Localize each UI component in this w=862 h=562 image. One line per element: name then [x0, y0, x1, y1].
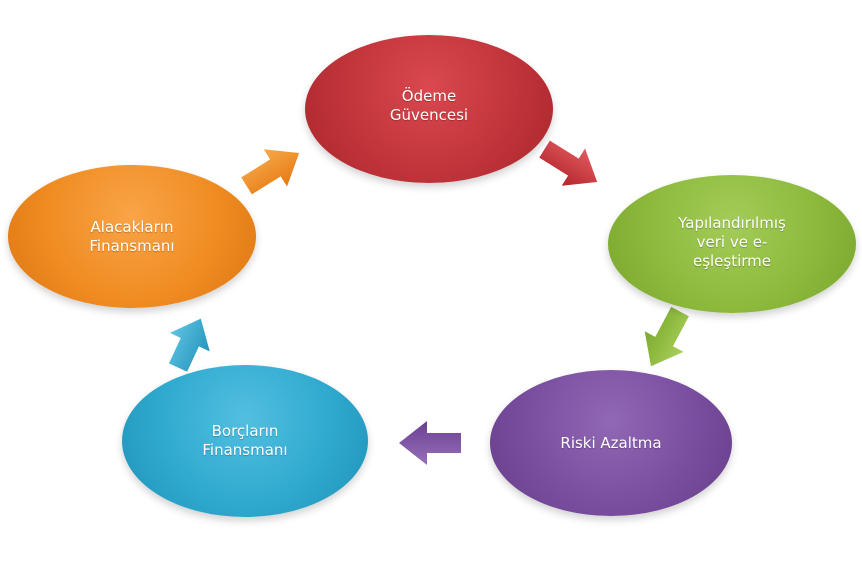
node-alacaklarin-finansmani: Alacakların Finansmanı: [8, 165, 256, 308]
node-odeme-guvencesi: Ödeme Güvencesi: [305, 35, 553, 183]
arrow-green: [644, 306, 689, 367]
node-label: Yapılandırılmış veri ve e- eşleştirme: [678, 213, 786, 270]
node-label: Riski Azaltma: [560, 433, 662, 452]
arrow-blue: [168, 318, 210, 372]
node-label: Borçların Finansmanı: [202, 422, 288, 459]
node-label: Ödeme Güvencesi: [389, 87, 469, 124]
arrow-purple: [399, 421, 461, 465]
node-label: Alacakların Finansmanı: [89, 217, 175, 255]
arrow-red: [539, 140, 598, 186]
node-borclarin-finansmani: Borçların Finansmanı: [122, 365, 368, 517]
arrow-orange: [241, 149, 300, 195]
node-riski-azaltma: Riski Azaltma: [490, 370, 732, 516]
node-yapilandirilmis-veri: Yapılandırılmış veri ve e- eşleştirme: [608, 175, 856, 313]
